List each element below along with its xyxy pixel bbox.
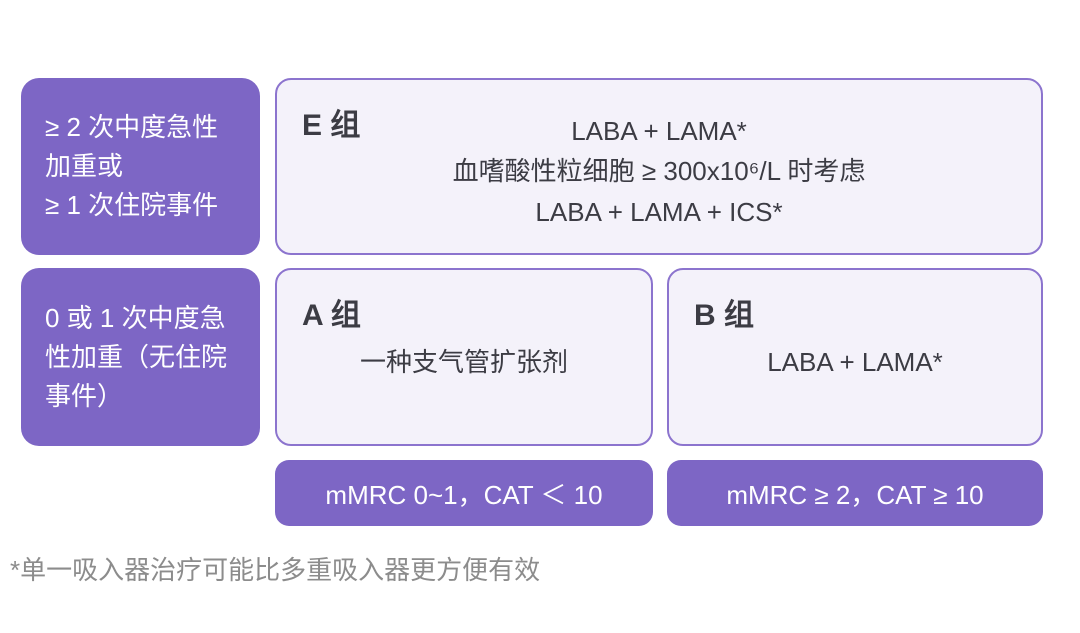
group-e-box: E 组 LABA + LAMA* 血嗜酸性粒细胞 ≥ 300x10⁶/L 时考虑… <box>275 78 1043 255</box>
risk-box-high-exacerbation: ≥ 2 次中度急性 加重或 ≥ 1 次住院事件 <box>21 78 260 255</box>
footnote-text: *单一吸入器治疗可能比多重吸入器更方便有效 <box>10 555 541 585</box>
group-a-title: A 组 <box>302 299 361 332</box>
symptom-bar-low: mMRC 0~1，CAT ＜ 10 <box>275 460 653 526</box>
group-b-box: B 组 LABA + LAMA* <box>667 268 1043 446</box>
group-b-title: B 组 <box>694 299 754 332</box>
risk-box-low-exacerbation: 0 或 1 次中度急 性加重（无住院 事件） <box>21 268 260 446</box>
symptom-bar-high: mMRC ≥ 2，CAT ≥ 10 <box>667 460 1043 526</box>
group-e-treatment-text: LABA + LAMA* 血嗜酸性粒细胞 ≥ 300x10⁶/L 时考虑 LAB… <box>452 116 866 227</box>
group-a-box: A 组 一种支气管扩张剂 <box>275 268 653 446</box>
group-a-treatment-text: 一种支气管扩张剂 <box>359 346 568 377</box>
group-b-treatment-text: LABA + LAMA* <box>767 346 943 377</box>
group-e-title: E 组 <box>302 109 361 142</box>
